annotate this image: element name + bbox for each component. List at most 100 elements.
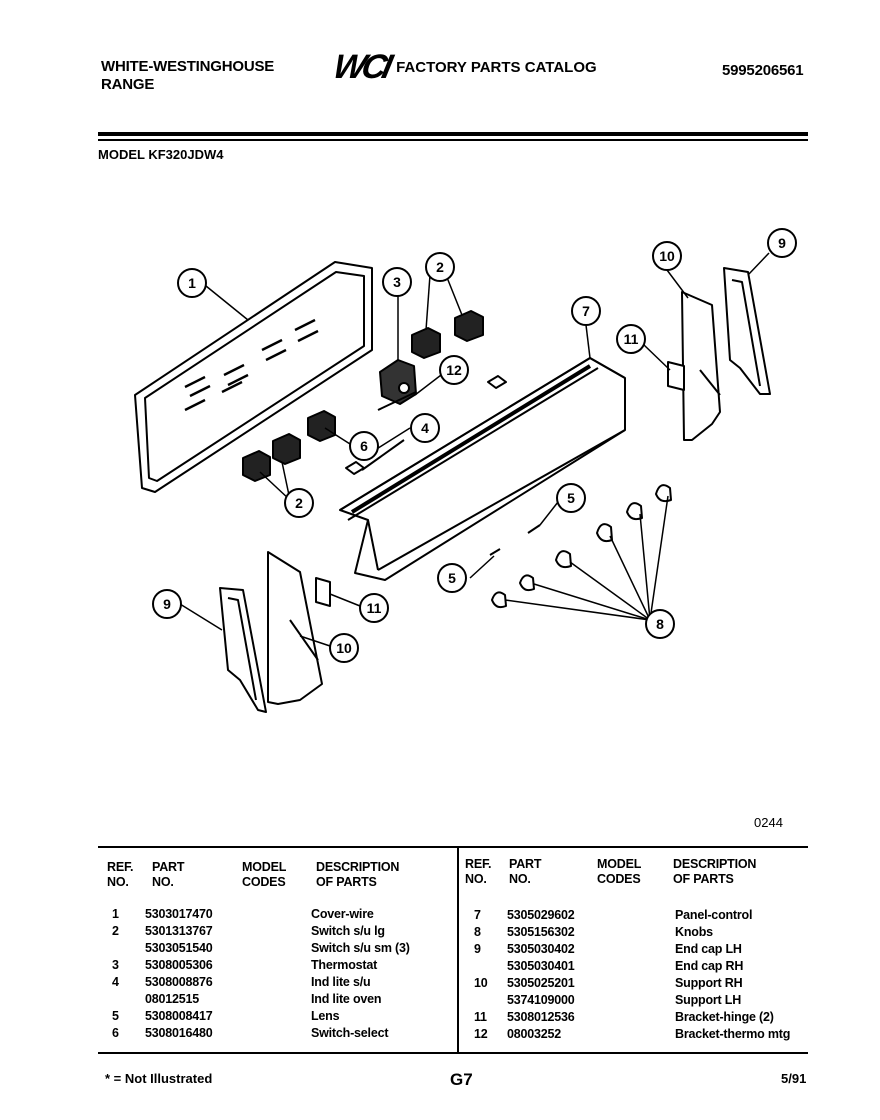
callout-6: 6 [349, 431, 379, 461]
thermostat-part [377, 359, 417, 411]
left-part: 5301313767 [145, 924, 213, 938]
diagram-code: 0244 [754, 815, 783, 830]
bracket-hinge-lh-part [315, 577, 331, 607]
right-part: 5305156302 [507, 925, 575, 939]
svg-text:9: 9 [163, 596, 171, 612]
exploded-parts-diagram: 1 3 2 12 4 6 2 7 5 5 10 11 9 8 9 11 10 [134, 228, 797, 713]
table-top-rule [98, 846, 808, 848]
table-divider [457, 848, 459, 1054]
right-part: 5305029602 [507, 908, 575, 922]
svg-text:10: 10 [659, 248, 675, 264]
left-desc: Switch s/u lg [311, 924, 385, 938]
right-part: 5374109000 [507, 993, 575, 1007]
catalog-header: WCI FACTORY PARTS CATALOG [330, 48, 597, 86]
left-part: 5308008876 [145, 975, 213, 989]
left-ref: 6 [112, 1026, 119, 1040]
left-part: 5303051540 [145, 941, 213, 955]
callout-11-left: 11 [359, 593, 389, 623]
callout-9-left: 9 [152, 589, 182, 619]
callout-5-right: 5 [556, 483, 586, 513]
right-desc: End cap LH [675, 942, 742, 956]
left-ref: 5 [112, 1009, 119, 1023]
left-ref: 3 [112, 958, 119, 972]
svg-text:10: 10 [336, 640, 352, 656]
left-desc: Switch-select [311, 1026, 389, 1040]
callout-10-left: 10 [329, 633, 359, 663]
table-bottom-rule [98, 1052, 808, 1054]
left-ref: 1 [112, 907, 119, 921]
catalog-number: 5995206561 [722, 62, 804, 79]
callout-4: 4 [410, 413, 440, 443]
callout-2-top: 2 [425, 252, 455, 282]
svg-text:9: 9 [778, 235, 786, 251]
svg-text:8: 8 [656, 616, 664, 632]
right-desc: Knobs [675, 925, 713, 939]
brand-line-1: WHITE-WESTINGHOUSE [101, 58, 275, 75]
callout-2-bottom: 2 [284, 488, 314, 518]
right-ref: 7 [474, 908, 481, 922]
right-part: 5305030401 [507, 959, 575, 973]
right-part: 5305030402 [507, 942, 575, 956]
knobs-part [491, 484, 672, 609]
header-ref-left: REF.NO. [107, 860, 134, 889]
svg-text:4: 4 [421, 420, 429, 436]
right-desc: Bracket-hinge (2) [675, 1010, 774, 1024]
catalog-date: 5/91 [781, 1071, 807, 1086]
indicator-light-part [345, 375, 507, 475]
header-ref-right: REF.NO. [465, 857, 492, 886]
end-cap-lh-part [219, 587, 267, 713]
left-desc: Lens [311, 1009, 340, 1023]
cover-wire-part [134, 261, 373, 493]
svg-text:2: 2 [295, 495, 303, 511]
right-desc: Panel-control [675, 908, 753, 922]
svg-text:2: 2 [436, 259, 444, 275]
left-desc: Switch s/u sm (3) [311, 941, 410, 955]
right-part: 5308012536 [507, 1010, 575, 1024]
svg-text:3: 3 [393, 274, 401, 290]
end-cap-rh-part [723, 267, 771, 395]
page-label: G7 [450, 1070, 473, 1089]
callout-7: 7 [571, 296, 601, 326]
right-ref: 8 [474, 925, 481, 939]
switch-small-part [242, 410, 336, 482]
left-desc: Thermostat [311, 958, 378, 972]
left-ref: 2 [112, 924, 119, 938]
header-rule [98, 132, 808, 136]
switch-large-part [411, 310, 484, 359]
svg-text:11: 11 [624, 331, 639, 347]
left-desc: Ind lite oven [311, 992, 382, 1006]
lens-part [489, 524, 541, 556]
catalog-title: FACTORY PARTS CATALOG [396, 58, 597, 76]
svg-text:11: 11 [367, 600, 382, 616]
callout-3: 3 [382, 267, 412, 297]
svg-text:5: 5 [567, 490, 575, 506]
left-part: 5308008417 [145, 1009, 213, 1023]
control-panel-part [339, 357, 626, 581]
svg-text:12: 12 [446, 362, 462, 378]
callout-12: 12 [439, 355, 469, 385]
callout-8: 8 [645, 609, 675, 639]
right-ref: 9 [474, 942, 481, 956]
right-ref: 12 [474, 1027, 488, 1041]
callout-10-right: 10 [652, 241, 682, 271]
right-part: 08003252 [507, 1027, 562, 1041]
left-part: 08012515 [145, 992, 200, 1006]
svg-text:7: 7 [582, 303, 590, 319]
right-desc: Support LH [675, 993, 742, 1007]
left-desc: Ind lite s/u [311, 975, 371, 989]
callout-9-right: 9 [767, 228, 797, 258]
brand-line-2: RANGE [101, 76, 155, 93]
callout-1: 1 [177, 268, 207, 298]
left-part: 5303017470 [145, 907, 213, 921]
svg-text:6: 6 [360, 438, 368, 454]
callout-5-left: 5 [437, 563, 467, 593]
leader-lines [179, 252, 770, 647]
svg-text:5: 5 [448, 570, 456, 586]
right-ref: 11 [474, 1010, 487, 1024]
left-part: 5308005306 [145, 958, 213, 972]
